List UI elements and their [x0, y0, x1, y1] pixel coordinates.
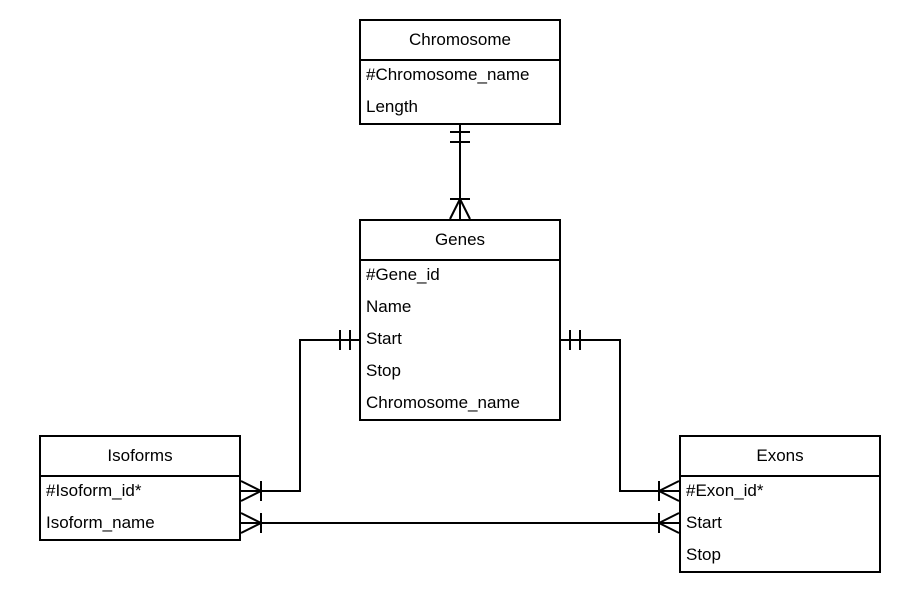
relationship-chromosome-genes: [449, 125, 471, 220]
entity-title: Isoforms: [41, 437, 239, 477]
crows-foot-bottom: [240, 490, 262, 502]
crows-foot-left: [449, 198, 461, 220]
attribute-list: #Isoform_id* Isoform_name: [41, 477, 239, 541]
attribute-length[interactable]: Length: [366, 97, 418, 116]
entity-title: Genes: [361, 221, 559, 261]
attribute-list: #Chromosome_name Length: [361, 61, 559, 125]
attribute-exon-id[interactable]: #Exon_id*: [686, 481, 764, 500]
crows-foot-top: [240, 512, 262, 524]
crows-foot-top: [658, 512, 680, 524]
attribute-list: #Gene_id Name Start Stop Chromosome_name: [361, 261, 559, 421]
entity-isoforms[interactable]: Isoforms #Isoform_id* Isoform_name: [39, 435, 241, 541]
crows-foot-top: [658, 480, 680, 492]
attribute-chromosome-name[interactable]: #Chromosome_name: [366, 65, 530, 84]
entity-title: Exons: [681, 437, 879, 477]
attribute-gene-id[interactable]: #Gene_id: [366, 265, 440, 284]
relationship-isoforms-exons: [240, 512, 680, 534]
attribute-name[interactable]: Name: [366, 297, 412, 316]
attribute-chromosome-name[interactable]: Chromosome_name: [366, 393, 521, 412]
relationship-genes-isoforms: [240, 330, 359, 502]
relationship-genes-exons: [561, 330, 680, 502]
entity-genes[interactable]: Genes #Gene_id Name Start Stop Chromosom…: [359, 219, 561, 421]
crows-foot-bottom: [240, 522, 262, 534]
attribute-stop[interactable]: Stop: [686, 545, 721, 564]
attribute-list: #Exon_id* Start Stop: [681, 477, 879, 573]
entity-exons[interactable]: Exons #Exon_id* Start Stop: [679, 435, 881, 573]
attribute-isoform-name[interactable]: Isoform_name: [46, 513, 155, 532]
entity-title: Chromosome: [361, 21, 559, 61]
attribute-start[interactable]: Start: [686, 513, 722, 532]
entity-chromosome[interactable]: Chromosome #Chromosome_name Length: [359, 19, 561, 125]
attribute-start[interactable]: Start: [366, 329, 402, 348]
crows-foot-bottom: [658, 522, 680, 534]
crows-foot-right: [459, 198, 471, 220]
attribute-stop[interactable]: Stop: [366, 361, 401, 380]
connector-line: [241, 339, 359, 492]
crows-foot-bottom: [658, 490, 680, 502]
connector-line: [561, 339, 679, 492]
attribute-isoform-id[interactable]: #Isoform_id*: [46, 481, 142, 500]
crows-foot-top: [240, 480, 262, 492]
